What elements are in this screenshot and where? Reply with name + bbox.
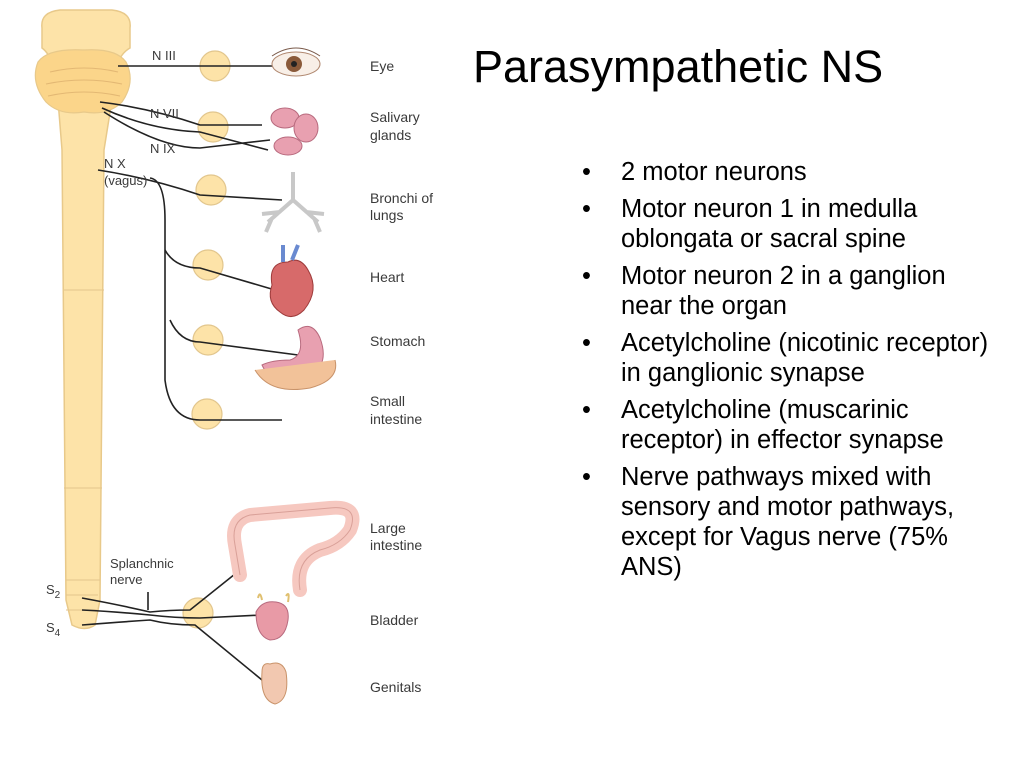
nerve-label-n9: N IX [150, 141, 176, 156]
ganglion-bronchi [195, 174, 227, 206]
organ-label-stomach: Stomach [370, 333, 425, 349]
large-intestine-organ [227, 500, 360, 597]
ganglion-stomach [192, 324, 224, 356]
bullet-text: Acetylcholine (nicotinic receptor) in ga… [621, 329, 989, 387]
bullet-text: Motor neuron 2 in a ganglion near the or… [621, 262, 946, 320]
bullet-item: • Motor neuron 2 in a ganglion near the o… [576, 261, 996, 321]
stomach-organ [254, 325, 337, 391]
bullet-text: 2 motor neurons [621, 158, 807, 186]
bullet-dot: • [582, 262, 591, 290]
page-title: Parasympathetic NS [473, 41, 884, 92]
organ-label-bladder: Bladder [370, 612, 419, 628]
ganglion-pelvic [182, 597, 214, 629]
bullet-item: • Acetylcholine (muscarinic receptor) in … [576, 395, 996, 455]
nerve-label-vagus: (vagus) [104, 173, 147, 188]
nerve-label-n7: N VII [150, 106, 179, 121]
bullet-item: • Nerve pathways mixed with sensory and m… [576, 462, 996, 582]
ganglion-heart [192, 249, 224, 281]
bullet-dot: • [582, 329, 591, 357]
bullet-text: Motor neuron 1 in medulla oblongata or s… [621, 195, 918, 253]
bullet-item: • Acetylcholine (nicotinic receptor) in g… [576, 328, 996, 388]
bullet-item: • Motor neuron 1 in medulla oblongata or … [576, 194, 996, 254]
organ-label-genitals: Genitals [370, 679, 421, 695]
organ-label-bronchi: Bronchi of [370, 190, 433, 206]
heart-organ [269, 244, 314, 317]
bladder-organ [255, 593, 290, 641]
salivary-glands-organ [270, 107, 319, 156]
spinal-cord [34, 9, 131, 630]
nerve-label-n3: N III [152, 48, 176, 63]
bullet-item: • 2 motor neurons [576, 157, 996, 187]
bronchi-organ [261, 172, 325, 233]
organ-label-large-2: intestine [370, 537, 422, 553]
bullet-dot: • [582, 158, 591, 186]
organ-label-salivary-2: glands [370, 127, 411, 143]
bullet-dot: • [582, 463, 591, 491]
bullet-text: Nerve pathways mixed with sensory and mo… [621, 463, 955, 581]
eye-organ [271, 47, 321, 77]
bullet-dot: • [582, 396, 591, 424]
nerve-paths [81, 65, 299, 681]
organ-label-small-2: intestine [370, 411, 422, 427]
label-s2: S2 [46, 582, 61, 601]
organ-label-eye: Eye [370, 58, 394, 74]
bullet-text: Acetylcholine (muscarinic receptor) in e… [621, 396, 944, 454]
bullet-dot: • [582, 195, 591, 223]
organ-label-salivary: Salivary [370, 109, 420, 125]
nerve-label-n10: N X [104, 156, 126, 171]
organ-label-heart: Heart [370, 269, 404, 285]
bullet-list: • 2 motor neurons • Motor neuron 1 in medu… [576, 157, 996, 589]
ganglion-salivary [197, 111, 229, 143]
organ-label-large: Large [370, 520, 406, 536]
ganglion-small-intestine [191, 398, 223, 430]
label-s4: S4 [46, 620, 61, 639]
organ-label-small: Small [370, 393, 405, 409]
nerve-label-splanchnic: Splanchnic [110, 556, 174, 571]
parasympathetic-diagram: N III N VII N IX N X (vagus) Splanchnic … [34, 9, 433, 705]
nerve-label-splanchnic-2: nerve [110, 572, 143, 587]
organ-label-lungs: lungs [370, 207, 403, 223]
genitals-organ [261, 662, 288, 705]
